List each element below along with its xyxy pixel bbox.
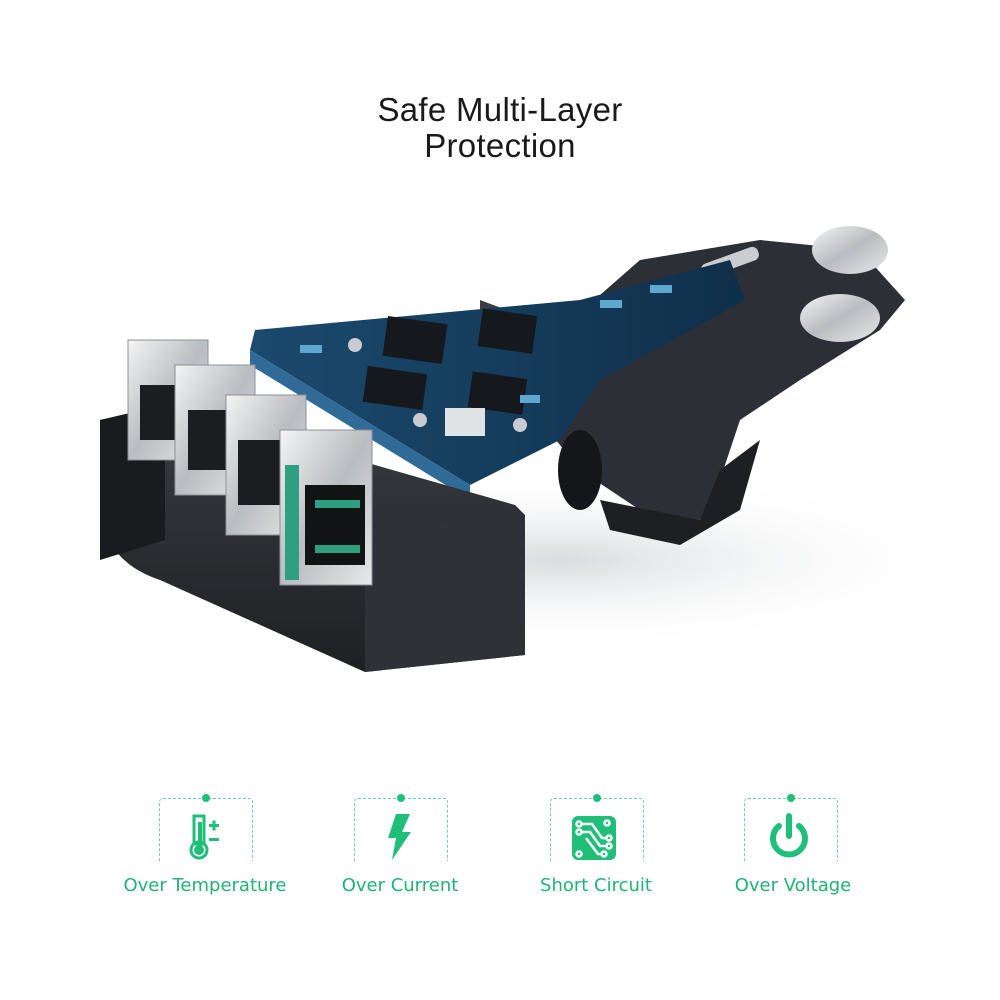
title-line-1: Safe Multi-Layer bbox=[377, 91, 623, 128]
usb-ports bbox=[127, 339, 373, 586]
feature-label: Short Circuit bbox=[540, 875, 652, 896]
page-title: Safe Multi-Layer Protection bbox=[0, 92, 1000, 164]
side-contact bbox=[800, 294, 880, 342]
title-line-2: Protection bbox=[424, 127, 576, 164]
frame-dot bbox=[397, 794, 405, 802]
protection-features: Over Temperature Over Current bbox=[0, 790, 1000, 910]
icon-frame bbox=[744, 794, 838, 861]
usb-port-4 bbox=[279, 429, 373, 586]
tip-contact bbox=[812, 226, 888, 274]
car-charger-illustration bbox=[100, 226, 980, 672]
circuit-board-icon bbox=[572, 816, 616, 860]
frame-dot bbox=[202, 794, 210, 802]
feature-short-circuit: Short Circuit bbox=[496, 790, 696, 910]
thermometer-icon bbox=[189, 814, 219, 860]
feature-label: Over Current bbox=[341, 875, 459, 896]
icon-frame bbox=[354, 794, 448, 861]
frame-dot bbox=[787, 794, 795, 802]
icon-frame bbox=[550, 794, 644, 861]
feature-over-current: Over Current bbox=[300, 790, 500, 910]
feature-over-temperature: Over Temperature bbox=[105, 790, 305, 910]
frame-dot bbox=[593, 794, 601, 802]
feature-label: Over Voltage bbox=[734, 875, 852, 896]
feature-label: Over Temperature bbox=[123, 875, 287, 896]
lightning-bolt-icon bbox=[388, 814, 411, 860]
feature-over-voltage: Over Voltage bbox=[693, 790, 893, 910]
power-icon bbox=[770, 813, 808, 858]
icon-frame bbox=[159, 794, 253, 861]
circuit-board bbox=[250, 260, 745, 500]
